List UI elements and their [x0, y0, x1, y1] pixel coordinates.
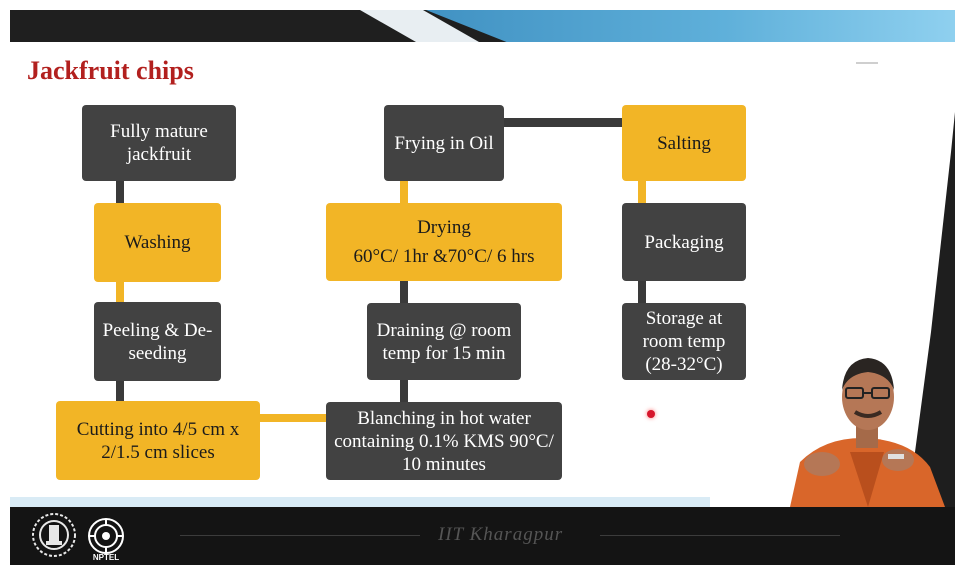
step-frying-in-oil-label: Frying in Oil	[394, 132, 494, 154]
slide-title: Jackfruit chips	[27, 56, 194, 85]
step-peeling-deseeding: Peeling & De-seeding	[94, 302, 221, 381]
footer-brand: IIT Kharagpur	[438, 524, 564, 545]
step-cutting-label: Cutting into 4/5 cm x 2/1.5 cm slices	[76, 418, 240, 463]
step-frying-in-oil: Frying in Oil	[384, 105, 504, 181]
step-blanching: Blanching in hot water containing 0.1% K…	[326, 402, 562, 480]
connector-frying-salting	[504, 118, 624, 127]
nptel-label: NPTEL	[92, 553, 120, 562]
step-drying: Drying 60°C/ 1hr &70°C/ 6 hrs	[326, 203, 562, 281]
connector-blanching-draining	[400, 380, 408, 402]
step-salting-label: Salting	[657, 132, 711, 154]
step-storage: Storage at room temp (28-32°C)	[622, 303, 746, 380]
title-divider	[856, 62, 878, 64]
connector-drying-frying	[400, 181, 408, 203]
step-storage-label: Storage at room temp (28-32°C)	[642, 308, 726, 375]
connector-draining-drying	[400, 281, 408, 303]
caption-strip	[10, 497, 710, 507]
connector-peeling-cutting	[116, 381, 124, 401]
connector-mature-washing	[116, 181, 124, 203]
laser-pointer-dot	[647, 410, 655, 418]
step-drying-detail: 60°C/ 1hr &70°C/ 6 hrs	[353, 246, 535, 267]
step-draining: Draining @ room temp for 15 min	[367, 303, 521, 380]
slide: Jackfruit chips Fully mature jackfruit W…	[10, 42, 955, 507]
step-cutting: Cutting into 4/5 cm x 2/1.5 cm slices	[56, 401, 260, 480]
footer-line-right	[600, 535, 840, 536]
presenter-figure	[790, 358, 945, 507]
step-packaging: Packaging	[622, 203, 746, 281]
top-banner-blue-accent	[426, 10, 955, 42]
iit-kharagpur-logo-icon	[32, 513, 76, 557]
step-salting: Salting	[622, 105, 746, 181]
step-packaging-label: Packaging	[644, 231, 724, 253]
step-blanching-label: Blanching in hot water containing 0.1% K…	[334, 407, 554, 475]
bottom-banner	[10, 507, 955, 565]
connector-cutting-blanching	[260, 414, 326, 422]
footer-line-left	[180, 535, 420, 536]
connector-washing-peeling	[116, 282, 124, 302]
step-draining-label: Draining @ room temp for 15 min	[376, 319, 512, 364]
nptel-logo-icon	[88, 518, 124, 554]
step-fully-mature-jackfruit: Fully mature jackfruit	[82, 105, 236, 181]
step-fully-mature-jackfruit-label: Fully mature jackfruit	[110, 121, 208, 165]
connector-salting-packaging	[638, 181, 646, 203]
step-drying-label: Drying	[417, 217, 471, 238]
step-peeling-deseeding-label: Peeling & De-seeding	[102, 319, 213, 364]
connector-packaging-storage	[638, 281, 646, 303]
step-washing-label: Washing	[124, 232, 191, 253]
step-washing: Washing	[94, 203, 221, 282]
presenter-video	[780, 342, 955, 507]
